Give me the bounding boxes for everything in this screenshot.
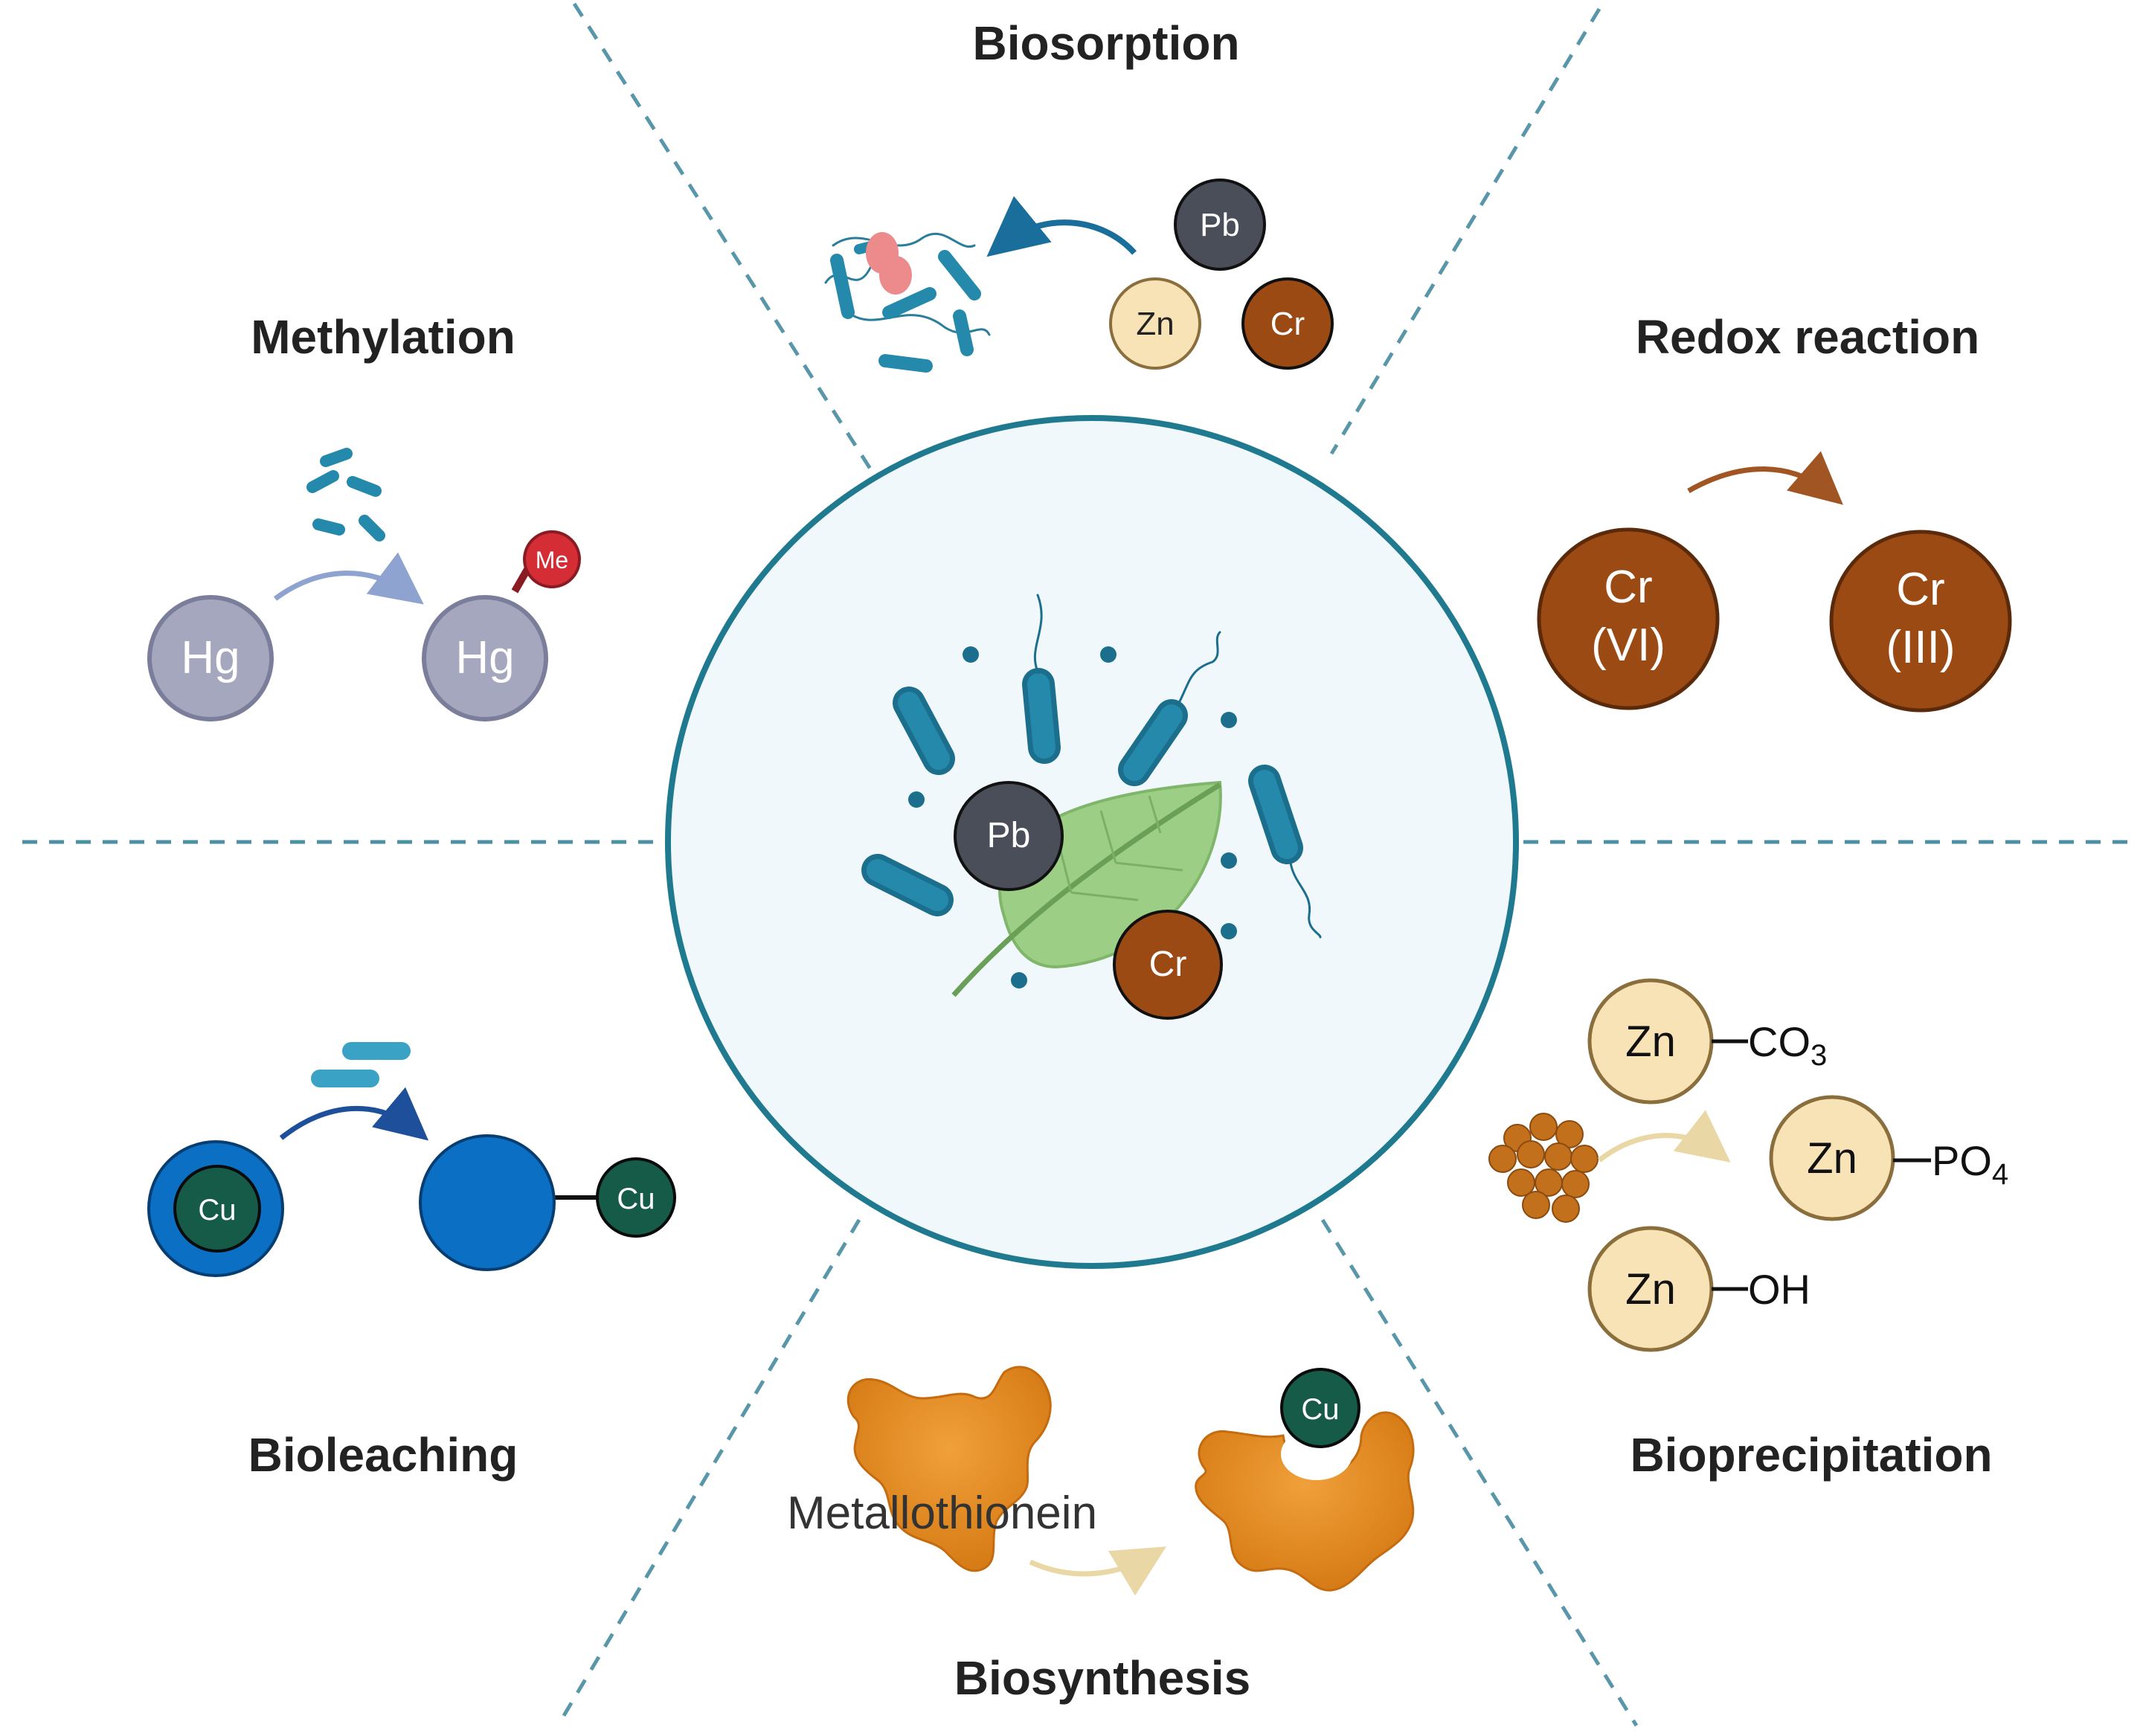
precipitate-cluster-icon <box>1488 1113 1599 1223</box>
biofilm-bacteria-icon <box>824 232 991 373</box>
bound-cu: Cu <box>1280 1368 1360 1448</box>
svg-text:OH: OH <box>1748 1266 1811 1313</box>
ion-dots <box>908 646 1237 988</box>
svg-text:Hg: Hg <box>181 632 240 684</box>
cr-vi: Cr (VI) <box>1537 527 1720 710</box>
arrow-icon <box>1687 451 1843 505</box>
svg-text:Zn: Zn <box>1625 1018 1676 1066</box>
biosorption-pb: Pb <box>1174 179 1266 271</box>
zn-phosphate: Zn PO4 <box>1769 1095 2008 1221</box>
biosynthesis-section: Biosynthesis Metallothionein Cu <box>787 1366 1415 1705</box>
section-dividers <box>22 2 2127 1727</box>
released-cu: Cu <box>596 1157 676 1238</box>
biosorption-cr: Cr <box>1241 277 1334 370</box>
svg-text:Cr: Cr <box>1270 306 1305 342</box>
arrow-icon <box>279 1087 429 1141</box>
svg-text:Cu: Cu <box>1301 1393 1339 1426</box>
center-pb: Pb <box>954 781 1064 891</box>
svg-text:PO4: PO4 <box>1932 1137 2008 1191</box>
protein-icon <box>846 1366 1052 1572</box>
bioprecipitation-section: Bioprecipitation Zn CO3 Zn PO4 <box>1488 978 2008 1482</box>
svg-text:Zn: Zn <box>1136 306 1174 342</box>
svg-text:Cu: Cu <box>617 1183 655 1215</box>
bacteria-pair-icon <box>311 1042 411 1087</box>
divider-bottom-left <box>556 1218 861 1727</box>
bacteria-cluster-icon <box>306 448 385 541</box>
biosynthesis-title: Biosynthesis <box>954 1651 1250 1705</box>
ore-particle: Cu <box>147 1140 284 1277</box>
svg-text:CO3: CO3 <box>1748 1018 1827 1072</box>
bioleaching-section: Bioleaching Cu Cu <box>147 1042 676 1482</box>
metallothionein-label: Metallothionein <box>787 1488 1097 1539</box>
svg-text:Zn: Zn <box>1625 1265 1676 1314</box>
arrow-icon <box>986 196 1137 257</box>
svg-text:Cr: Cr <box>1604 562 1652 613</box>
svg-text:Hg: Hg <box>455 632 514 684</box>
biosorption-title: Biosorption <box>972 16 1239 70</box>
arrow-icon <box>1029 1546 1167 1596</box>
svg-text:(VI): (VI) <box>1591 620 1665 671</box>
leached-particle <box>419 1134 556 1271</box>
biosorption-zn: Zn <box>1109 277 1201 370</box>
bioprecipitation-title: Bioprecipitation <box>1630 1428 1992 1482</box>
svg-text:Pb: Pb <box>987 816 1031 855</box>
svg-text:Cr: Cr <box>1896 564 1944 615</box>
bacteria-icon <box>861 594 1322 939</box>
redox-section: Redox reaction Cr (VI) Cr (III) <box>1537 310 2012 713</box>
divider-top-left <box>572 2 880 482</box>
methyl-group: Me <box>523 530 581 588</box>
hg-product: Hg <box>422 595 548 721</box>
arrow-icon <box>1597 1110 1731 1163</box>
svg-text:Pb: Pb <box>1200 207 1240 243</box>
hg-reactant: Hg <box>147 595 274 721</box>
svg-text:Cu: Cu <box>198 1194 236 1227</box>
svg-text:Me: Me <box>536 547 568 573</box>
divider-top-right <box>1329 7 1601 455</box>
methylation-section: Methylation Hg Hg Me <box>147 310 581 721</box>
svg-text:(III): (III) <box>1886 622 1956 673</box>
redox-title: Redox reaction <box>1636 310 1979 364</box>
bioleaching-title: Bioleaching <box>248 1428 518 1482</box>
divider-bottom-right <box>1320 1218 1639 1727</box>
svg-text:Cr: Cr <box>1149 945 1187 984</box>
methylation-title: Methylation <box>251 310 515 364</box>
zn-hydroxide: Zn OH <box>1587 1226 1811 1352</box>
center-cr: Cr <box>1113 910 1223 1020</box>
center-hub: Pb Cr <box>665 415 1519 1269</box>
biosorption-section: Biosorption Pb Zn Cr <box>824 16 1334 373</box>
zn-carbonate: Zn CO3 <box>1587 978 1827 1105</box>
arrow-icon <box>273 552 424 605</box>
cr-iii: Cr (III) <box>1829 530 2012 713</box>
svg-text:Zn: Zn <box>1807 1134 1857 1183</box>
